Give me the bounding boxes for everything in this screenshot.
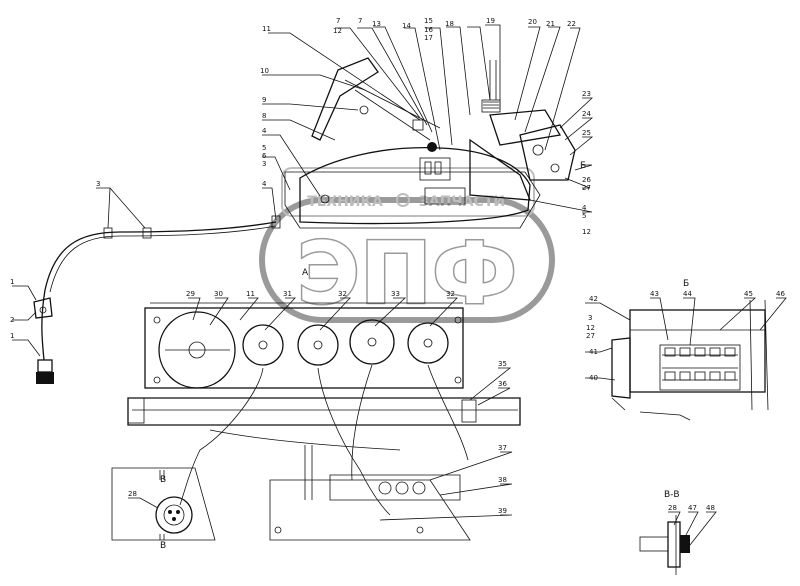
- callout-11-panel: 11: [246, 290, 255, 298]
- callout-1-cable: 1: [10, 278, 14, 286]
- callout-28-section: 28: [668, 504, 677, 512]
- leader-lines: [12, 24, 787, 546]
- callout-1b-cable: 1: [10, 332, 14, 340]
- callout-18-top: 18: [445, 20, 454, 28]
- section-label-vv: В-В: [664, 490, 680, 500]
- callout-38: 38: [498, 476, 507, 484]
- callout-47: 47: [688, 504, 697, 512]
- callout-39: 39: [498, 507, 507, 515]
- callout-22-top: 22: [567, 20, 576, 28]
- callout-6-left: 6: [262, 152, 267, 160]
- callout-19-top: 19: [486, 17, 495, 25]
- callout-2-cable: 2: [10, 316, 14, 324]
- callout-23: 23: [582, 90, 591, 98]
- callout-10: 10: [260, 67, 269, 75]
- callout-12-right: 12: [582, 228, 591, 236]
- callout-16-top: 16: [424, 26, 433, 34]
- callout-3-viewb: 3: [588, 314, 592, 322]
- callout-7-top: 7: [336, 17, 340, 25]
- callout-25: 25: [582, 129, 591, 137]
- section-vv: [639, 515, 690, 575]
- cable-assembly: [33, 215, 281, 384]
- callout-12-top: 12: [333, 27, 342, 35]
- callout-33: 33: [391, 290, 400, 298]
- callout-46: 46: [776, 290, 785, 298]
- callout-45: 45: [744, 290, 753, 298]
- callout-4-left: 4: [262, 127, 267, 135]
- callout-31: 31: [283, 290, 292, 298]
- callout-27: 27: [582, 184, 591, 192]
- callout-37: 37: [498, 444, 507, 452]
- callout-41: 41: [589, 348, 598, 356]
- callout-43: 43: [650, 290, 659, 298]
- callout-5-left: 5: [262, 144, 266, 152]
- view-label-b-title: Б: [683, 279, 689, 289]
- callout-labels: 11 7 12 7 13 14 15 16 17 18 19 20 21 22 …: [10, 17, 785, 515]
- callout-44: 44: [683, 290, 692, 298]
- callout-32-a: 32: [338, 290, 347, 298]
- callout-4-lower: 4: [262, 180, 267, 188]
- callout-29: 29: [186, 290, 195, 298]
- callout-11-top: 11: [262, 25, 271, 33]
- instrument-panel: [111, 302, 521, 541]
- view-label-v-upper: В: [160, 475, 166, 485]
- watermark: ЭПФ ТЕХНИКА ЗАПЧАСТИ: [259, 167, 555, 326]
- watermark-left-word: ТЕХНИКА: [307, 194, 383, 210]
- callout-20-top: 20: [528, 18, 537, 26]
- callout-17-top: 17: [424, 34, 433, 42]
- callout-14-top: 14: [402, 22, 411, 30]
- callout-48: 48: [706, 504, 715, 512]
- callout-4-right: 4: [582, 204, 587, 212]
- callout-21-top: 21: [546, 20, 555, 28]
- callout-35: 35: [498, 360, 507, 368]
- callout-42: 42: [589, 295, 598, 303]
- callout-26: 26: [582, 176, 591, 184]
- callout-3-left: 3: [262, 160, 266, 168]
- callout-12-viewb: 12: [586, 324, 595, 332]
- callout-24: 24: [582, 110, 591, 118]
- view-b-detail: [611, 299, 769, 421]
- view-label-a: А: [302, 268, 309, 278]
- callout-32-b: 32: [446, 290, 455, 298]
- callout-9: 9: [262, 96, 266, 104]
- callout-30: 30: [214, 290, 223, 298]
- callout-15-top: 15: [424, 17, 433, 25]
- callout-8: 8: [262, 112, 266, 120]
- callout-13-top: 13: [372, 20, 381, 28]
- gear-icon: [396, 193, 410, 207]
- callout-36: 36: [498, 380, 507, 388]
- callout-3-cable: 3: [96, 180, 100, 188]
- callout-27-viewb: 27: [586, 332, 595, 340]
- callout-5-right: 5: [582, 212, 586, 220]
- callout-28-connector: 28: [128, 490, 137, 498]
- watermark-right-word: ЗАПЧАСТИ: [419, 194, 505, 210]
- view-label-b-marker: Б: [580, 161, 586, 171]
- callout-7b-top: 7: [358, 17, 362, 25]
- view-labels: А Б Б В В В-В: [160, 161, 689, 551]
- callout-40: 40: [589, 374, 598, 382]
- view-label-v-lower: В: [160, 541, 166, 551]
- watermark-main-text: ЭПФ: [297, 224, 517, 324]
